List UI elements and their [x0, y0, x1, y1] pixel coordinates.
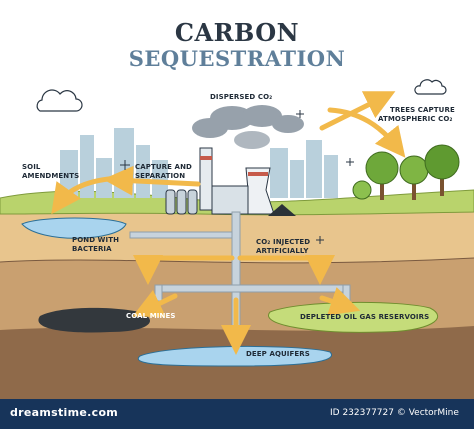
arrow-to-coal: [132, 289, 178, 317]
co2-flow-arrows: [51, 91, 406, 355]
smoke-plume: [192, 105, 304, 149]
label-dispersed-co2: DISPERSED CO₂: [210, 93, 273, 101]
label-trees-capture-line1: TREES CAPTURE: [390, 106, 455, 114]
label-co2-injected: CO₂ INJECTED: [256, 238, 311, 246]
footer-bar: [0, 399, 474, 429]
coal-mines-deposit: [38, 307, 150, 333]
label-depleted-reservoirs: DEPLETED OIL GAS RESERVOIRS: [300, 313, 430, 321]
arrow-to-reservoir: [319, 287, 361, 316]
trees: [352, 144, 460, 200]
arrow-factory-to-capture: [103, 165, 201, 196]
footer-brand: dreamstime.com: [10, 406, 119, 419]
cloud-left: [36, 89, 83, 112]
cloud-right: [414, 79, 447, 95]
arrow-to-trees: [327, 107, 406, 158]
arrow-down-left: [133, 255, 235, 285]
label-artificially: ARTIFICIALLY: [256, 247, 309, 255]
deep-aquifer: [137, 345, 333, 367]
title-carbon: CARBON: [174, 18, 300, 47]
label-deep-aquifers: DEEP AQUIFERS: [246, 350, 310, 358]
city-skyline: [60, 128, 338, 198]
label-separation: SEPARATION: [135, 172, 186, 180]
label-bacteria: BACTERIA: [72, 245, 112, 253]
separation-tanks: [165, 189, 198, 215]
footer-id: ID 232377727 © VectorMine: [330, 408, 459, 418]
ground-crack: [0, 257, 474, 264]
label-trees-capture-line2: ATMOSPHERIC CO₂: [378, 115, 453, 123]
label-soil: SOIL: [22, 163, 41, 171]
label-pond-with: POND WITH: [72, 236, 120, 244]
label-capture-and: CAPTURE AND: [135, 163, 192, 171]
label-amendments: AMENDMENTS: [22, 172, 80, 180]
factory-chimney: [199, 147, 213, 211]
coal-pile: [268, 204, 296, 216]
factory-building: [211, 185, 249, 215]
arrow-down-right: [237, 255, 335, 285]
sparkles: [120, 110, 354, 244]
factory: [199, 147, 296, 216]
title-sequestration: SEQUESTRATION: [128, 46, 346, 71]
label-coal-mines: COAL MINES: [126, 312, 176, 320]
pond: [21, 217, 127, 239]
